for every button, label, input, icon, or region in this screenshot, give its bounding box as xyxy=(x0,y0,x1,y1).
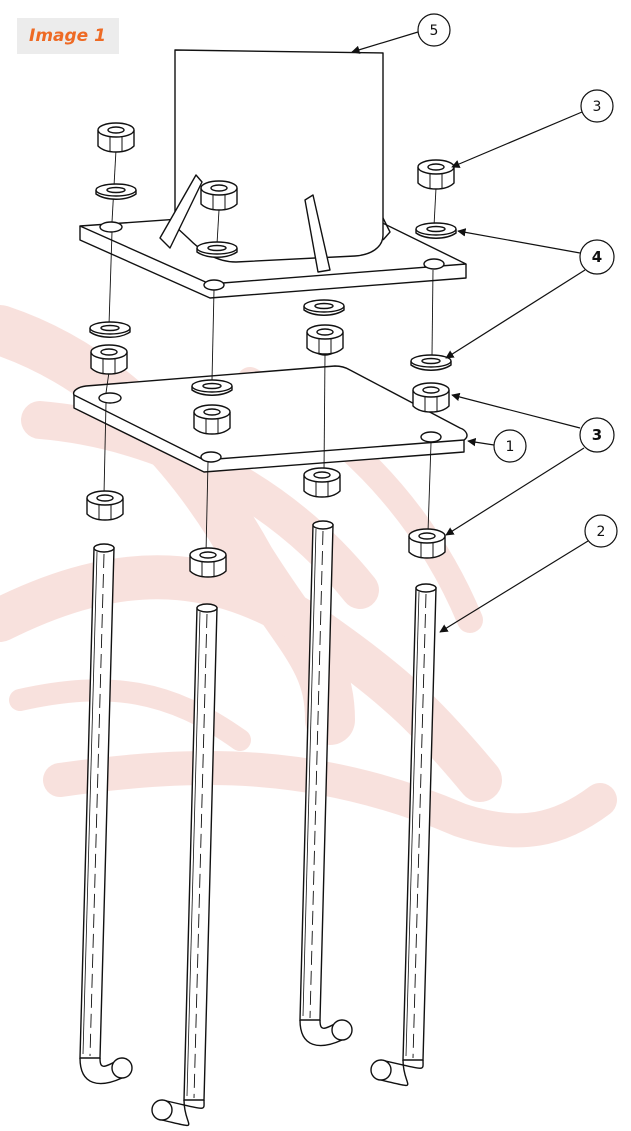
washer xyxy=(196,241,238,258)
hex-nut xyxy=(306,324,344,355)
hex-nuts-item-3 xyxy=(86,122,455,578)
callout-3-mid-label: 3 xyxy=(592,426,602,444)
washer xyxy=(410,354,452,371)
assembly-centerlines xyxy=(103,149,437,554)
hex-nut xyxy=(303,467,341,498)
callout-5-bubble xyxy=(417,13,451,47)
washer xyxy=(303,299,345,316)
washer xyxy=(89,321,131,338)
callout-3-top-leader xyxy=(451,111,583,168)
washer xyxy=(191,379,233,396)
callout-4-bubble xyxy=(579,239,615,275)
callouts xyxy=(351,13,618,633)
hex-nut xyxy=(408,528,446,559)
callout-3-top-bubble xyxy=(580,89,614,123)
figure-title: Image 1 xyxy=(29,26,106,46)
callout-1-leader xyxy=(467,437,495,447)
callout-1-label: 1 xyxy=(506,439,515,455)
callout-2-leader xyxy=(439,540,589,633)
callout-1-bubble xyxy=(493,429,527,463)
hex-nut xyxy=(200,180,238,211)
post-item-5 xyxy=(79,49,467,299)
figure-title-box: Image 1 xyxy=(17,18,119,54)
hex-nut xyxy=(189,547,227,578)
callout-5-leader xyxy=(351,31,419,54)
hex-nut xyxy=(90,344,128,375)
washer xyxy=(415,222,457,239)
callout-3-mid-leader-lower xyxy=(445,447,585,536)
hex-nut xyxy=(86,490,124,521)
callout-3-mid-bubble xyxy=(579,417,615,453)
anchor-rods-item-2 xyxy=(79,520,437,1127)
callout-3-top-label: 3 xyxy=(593,99,602,115)
hex-nut xyxy=(193,404,231,435)
callout-5-label: 5 xyxy=(430,23,439,39)
callout-2-label: 2 xyxy=(597,524,606,540)
anchor-rod xyxy=(79,543,133,1085)
callout-2-bubble xyxy=(584,514,618,548)
callout-labels: 5 3 4 1 3 2 xyxy=(430,23,606,540)
callout-4-label: 4 xyxy=(592,248,602,266)
hex-nut xyxy=(97,122,135,153)
anchor-rod xyxy=(151,603,218,1127)
anchor-rod xyxy=(299,520,353,1047)
callout-3-mid-leader-upper xyxy=(451,392,581,429)
anchor-rod xyxy=(370,583,437,1087)
hex-nut xyxy=(412,382,450,413)
hex-nut xyxy=(417,159,455,190)
callout-4-leader-lower xyxy=(445,269,586,359)
washers-item-4 xyxy=(89,183,457,396)
callout-4-leader-upper xyxy=(457,228,581,254)
washer xyxy=(95,183,137,200)
